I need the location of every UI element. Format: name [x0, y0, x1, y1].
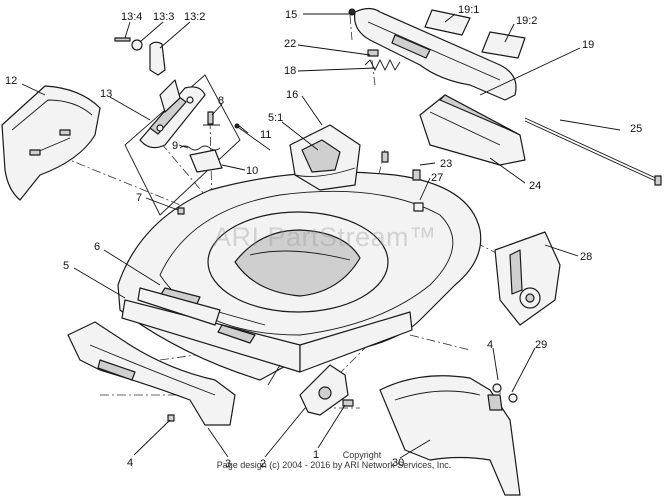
callout-22[interactable]: 22: [284, 38, 296, 50]
callout-30[interactable]: 30: [392, 457, 404, 469]
callout-9[interactable]: 9: [172, 140, 178, 152]
callout-12[interactable]: 12: [5, 75, 17, 87]
wheel-bracket-part-28: [494, 231, 561, 326]
callout-13-3[interactable]: 13:3: [153, 11, 174, 23]
deck-hardware: [177, 151, 424, 215]
callout-28[interactable]: 28: [580, 251, 592, 263]
side-skirt-part-30: [379, 375, 521, 496]
callout-16[interactable]: 16: [286, 89, 298, 101]
callout-27[interactable]: 27: [431, 172, 443, 184]
callout-24[interactable]: 24: [529, 180, 541, 192]
copyright-notice: Page design (c) 2004 - 2016 by ARI Netwo…: [216, 460, 452, 470]
baffle-part-6: [137, 287, 221, 326]
bracket-part-1: [299, 364, 354, 416]
callout-19-1[interactable]: 19:1: [458, 4, 479, 16]
callout-25[interactable]: 25: [630, 123, 642, 135]
callout-4-left[interactable]: 4: [127, 457, 133, 469]
front-skirt-part-3: [67, 321, 236, 426]
rear-flap-part-12: [1, 85, 101, 201]
callout-18[interactable]: 18: [284, 65, 296, 77]
rod-part-25: [524, 117, 662, 186]
callout-8[interactable]: 8: [218, 95, 224, 107]
callout-29[interactable]: 29: [535, 339, 547, 351]
chute-part-24: [419, 94, 526, 166]
callout-6[interactable]: 6: [94, 241, 100, 253]
cover-part-16: [289, 124, 361, 191]
callout-10[interactable]: 10: [246, 165, 258, 177]
callout-2[interactable]: 2: [260, 458, 266, 470]
height-adjuster-part-13: [114, 37, 241, 216]
callout-7[interactable]: 7: [136, 192, 142, 204]
callout-15[interactable]: 15: [285, 9, 297, 21]
leader-lines: [21, 13, 621, 459]
callout-19[interactable]: 19: [582, 39, 594, 51]
callout-3[interactable]: 3: [225, 458, 231, 470]
spring-part-18: [364, 49, 401, 72]
handle-part-19: [348, 7, 526, 101]
callout-13-2[interactable]: 13:2: [184, 11, 205, 23]
callout-1[interactable]: 1: [313, 449, 319, 461]
callout-13[interactable]: 13: [100, 88, 112, 100]
callout-5[interactable]: 5: [63, 260, 69, 272]
callout-11[interactable]: 11: [260, 129, 271, 141]
callout-5-1[interactable]: 5:1: [268, 112, 283, 124]
callout-19-2[interactable]: 19:2: [516, 15, 537, 27]
watermark: ARI PartStream™: [213, 222, 437, 252]
copyright-label: Copyright: [342, 450, 382, 460]
callout-13-4[interactable]: 13:4: [121, 11, 142, 23]
callout-4-right[interactable]: 4: [487, 339, 493, 351]
mower-deck-part-5: [117, 171, 482, 386]
lever-hardware: [179, 111, 271, 173]
callout-23[interactable]: 23: [440, 158, 452, 170]
